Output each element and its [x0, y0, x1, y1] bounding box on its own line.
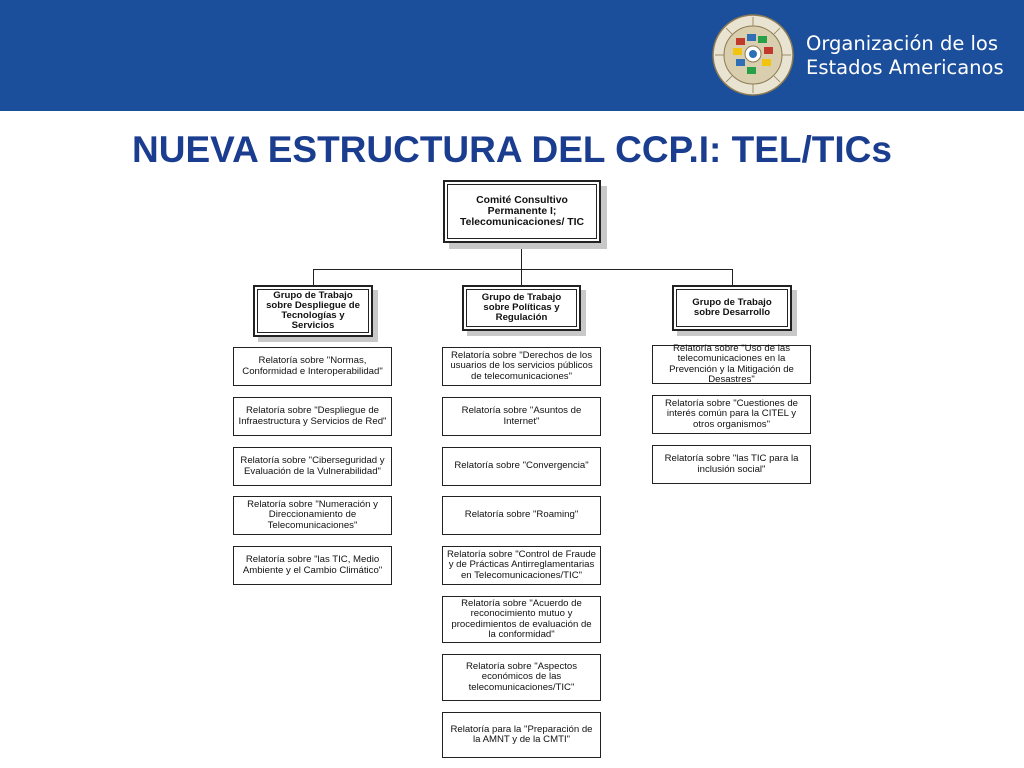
connector-horizontal	[313, 269, 733, 270]
rapporteurship-box: Relatoría sobre "las TIC, Medio Ambiente…	[233, 546, 392, 585]
connector-group2	[521, 269, 522, 285]
root-committee-label: Comité Consultivo Permanente I; Telecomu…	[460, 195, 584, 228]
rapporteurship-label: Relatoría sobre "Cuestiones de interés c…	[665, 398, 798, 430]
organization-name: Organización de los Estados Americanos	[806, 32, 1004, 80]
group-label: Grupo de Trabajo sobre Despliegue de Tec…	[266, 290, 360, 331]
connector-group3	[732, 269, 733, 285]
rapporteurship-box: Relatoría sobre "Control de Fraude y de …	[442, 546, 601, 585]
rapporteurship-label: Relatoría sobre "las TIC, Medio Ambiente…	[242, 554, 383, 576]
page-title: NUEVA ESTRUCTURA DEL CCP.I: TEL/TICs	[132, 129, 892, 170]
rapporteurship-box: Relatoría sobre "las TIC para la inclusi…	[652, 445, 811, 484]
rapporteurship-box: Relatoría sobre "Convergencia"	[442, 447, 601, 486]
group-box-despliegue: Grupo de Trabajo sobre Despliegue de Tec…	[253, 285, 373, 337]
rapporteurship-label: Relatoría sobre "Numeración y Direcciona…	[247, 499, 378, 531]
rapporteurship-label: Relatoría sobre "Asuntos de Internet"	[461, 405, 582, 427]
group-box-desarrollo: Grupo de Trabajo sobre Desarrollo	[672, 285, 792, 331]
rapporteurship-box: Relatoría sobre "Ciberseguridad y Evalua…	[233, 447, 392, 486]
rapporteurship-label: Relatoría sobre "Ciberseguridad y Evalua…	[240, 455, 385, 477]
connector-group1	[313, 269, 314, 285]
rapporteurship-box: Relatoría sobre "Normas, Conformidad e I…	[233, 347, 392, 386]
rapporteurship-label: Relatoría sobre "Normas, Conformidad e I…	[242, 355, 383, 377]
rapporteurship-label: Relatoría sobre "Uso de las telecomunica…	[669, 343, 794, 385]
rapporteurship-label: Relatoría sobre "Derechos de los usuario…	[450, 350, 593, 382]
rapporteurship-label: Relatoría sobre "Aspectos económicos de …	[465, 661, 578, 693]
rapporteurship-label: Relatoría sobre "Despliegue de Infraestr…	[238, 405, 387, 427]
group-label: Grupo de Trabajo sobre Desarrollo	[692, 297, 772, 318]
rapporteurship-box: Relatoría sobre "Despliegue de Infraestr…	[233, 397, 392, 436]
rapporteurship-label: Relatoría sobre "Convergencia"	[454, 460, 589, 472]
organization-name-line2: Estados Americanos	[806, 56, 1004, 79]
rapporteurship-box: Relatoría sobre "Aspectos económicos de …	[442, 654, 601, 701]
rapporteurship-label: Relatoría sobre "Roaming"	[464, 509, 579, 521]
rapporteurship-box: Relatoría sobre "Asuntos de Internet"	[442, 397, 601, 436]
rapporteurship-box: Relatoría sobre "Derechos de los usuario…	[442, 347, 601, 386]
organization-name-line1: Organización de los	[806, 32, 999, 55]
group-label: Grupo de Trabajo sobre Políticas y Regul…	[481, 292, 562, 323]
rapporteurship-label: Relatoría sobre "las TIC para la inclusi…	[664, 453, 799, 475]
group-box-politicas: Grupo de Trabajo sobre Políticas y Regul…	[462, 285, 581, 331]
rapporteurship-box: Relatoría para la "Preparación de la AMN…	[442, 712, 601, 758]
rapporteurship-label: Relatoría sobre "Control de Fraude y de …	[447, 549, 596, 581]
connector-root-down	[521, 243, 522, 269]
header-banner: Organización de los Estados Americanos	[0, 0, 1024, 111]
rapporteurship-box: Relatoría sobre "Numeración y Direcciona…	[233, 496, 392, 535]
rapporteurship-box: Relatoría sobre "Cuestiones de interés c…	[652, 395, 811, 434]
rapporteurship-box: Relatoría sobre "Acuerdo de reconocimien…	[442, 596, 601, 643]
rapporteurship-box: Relatoría sobre "Uso de las telecomunica…	[652, 343, 811, 385]
oas-seal-icon	[712, 14, 794, 96]
rapporteurship-box: Relatoría sobre "Roaming"	[442, 496, 601, 535]
rapporteurship-label: Relatoría para la "Preparación de la AMN…	[450, 723, 593, 745]
rapporteurship-label: Relatoría sobre "Acuerdo de reconocimien…	[451, 598, 592, 640]
root-committee-box: Comité Consultivo Permanente I; Telecomu…	[443, 180, 601, 243]
